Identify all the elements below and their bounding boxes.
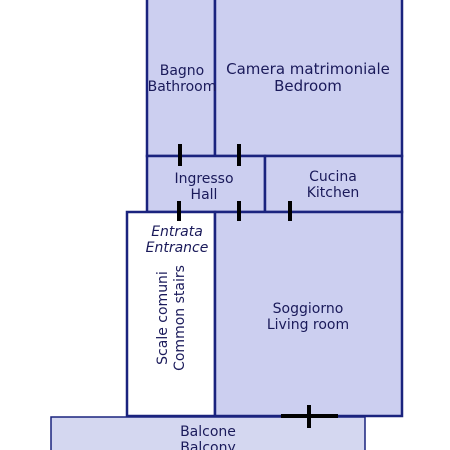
kitchen-label-en: Kitchen xyxy=(307,185,360,201)
stairs-label-en: Common stairs xyxy=(172,265,188,371)
balcony-area xyxy=(50,416,366,450)
living-room xyxy=(213,210,404,418)
stairs-label-it: Scale comuni xyxy=(155,271,171,365)
balcony-label-en: Balcony xyxy=(180,440,236,450)
entrance-label-en: Entrance xyxy=(146,240,209,256)
balcony-label-it: Balcone xyxy=(180,424,236,440)
bathroom-label-en: Bathroom xyxy=(148,79,217,95)
entrance-label-it: Entrata xyxy=(151,224,203,240)
stairs-area xyxy=(125,210,217,418)
living-label-it: Soggiorno xyxy=(273,301,344,317)
kitchen-room xyxy=(263,154,404,214)
bedroom-label-en: Bedroom xyxy=(274,77,342,95)
bedroom-room xyxy=(213,0,404,158)
kitchen-label-it: Cucina xyxy=(309,169,357,185)
living-label-en: Living room xyxy=(267,317,349,333)
hall-label-en: Hall xyxy=(191,187,218,203)
hall-label-it: Ingresso xyxy=(174,171,233,187)
bathroom-room xyxy=(145,0,217,158)
bedroom-label-it: Camera matrimoniale xyxy=(226,60,390,78)
hall-room xyxy=(145,154,267,214)
bathroom-label-it: Bagno xyxy=(160,63,205,79)
